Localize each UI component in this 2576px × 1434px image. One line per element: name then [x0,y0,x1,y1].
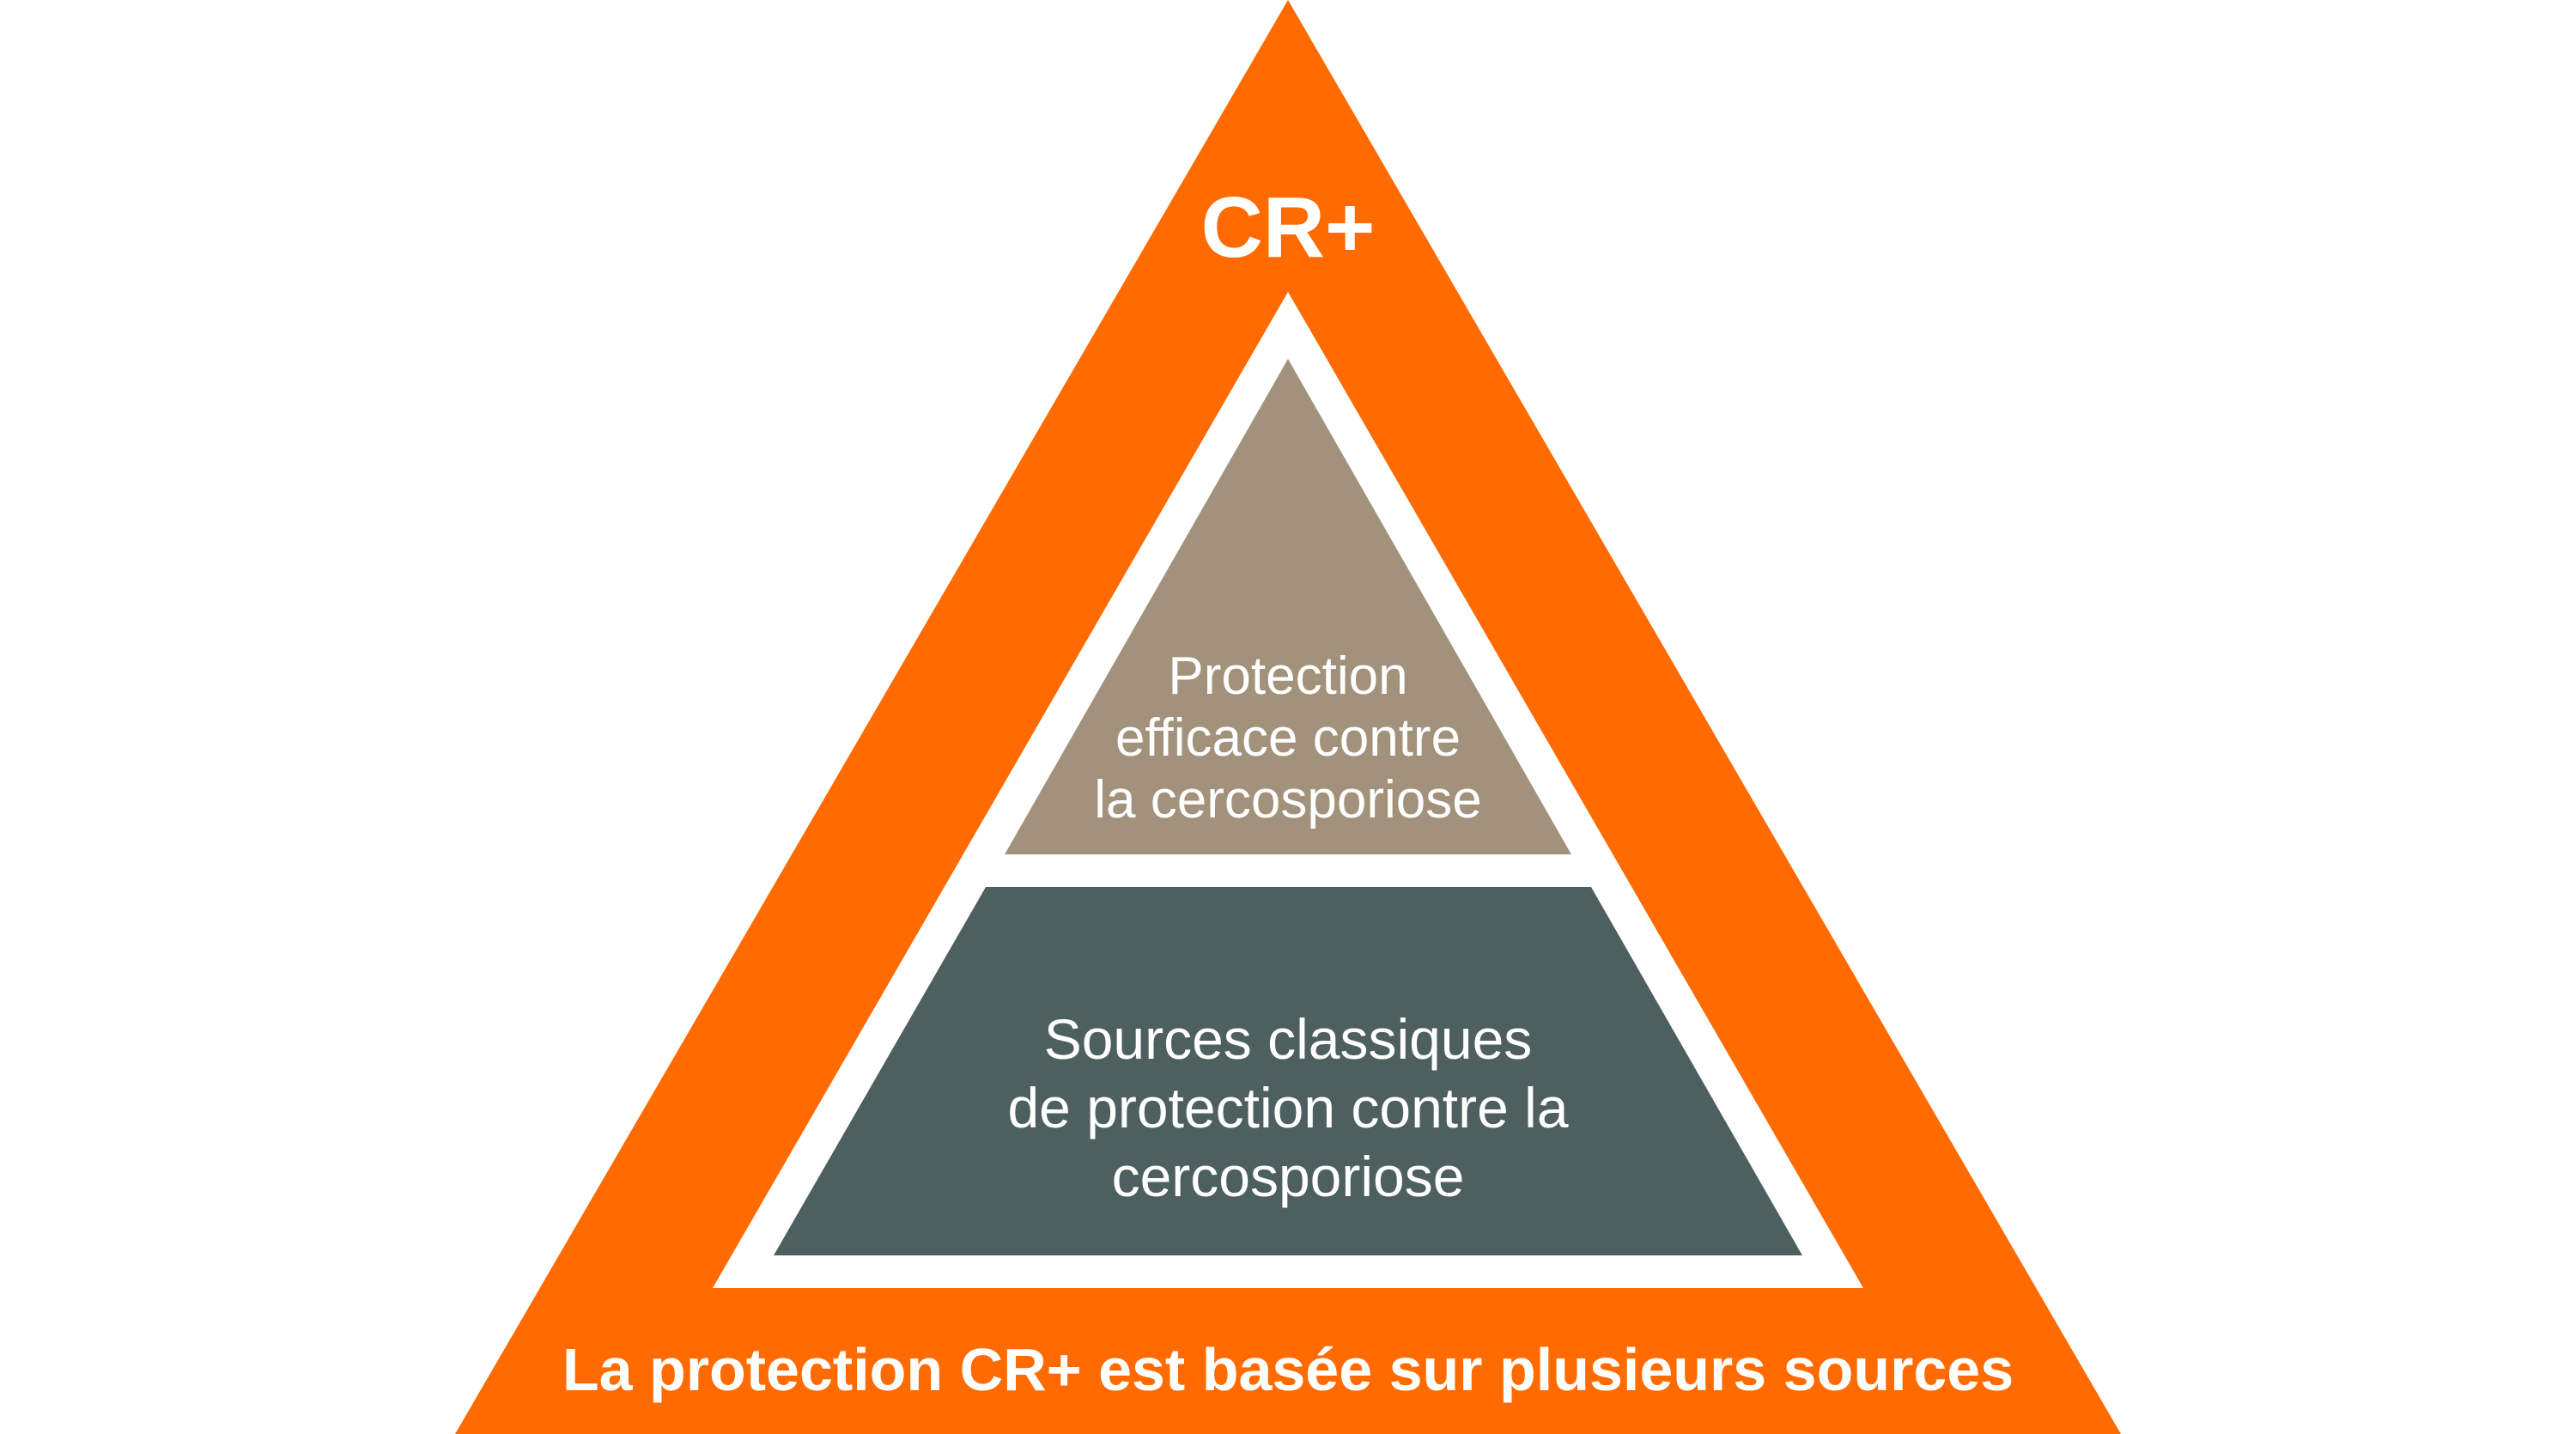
middle-tier-line: Sources classiques [1043,1007,1533,1071]
top-tier-line: Protection [1168,647,1408,706]
middle-tier-line: de protection contre la [1007,1076,1569,1139]
middle-tier-label: Sources classiques de protection contre … [902,1005,1674,1211]
top-tier-line: la cercosporiose [1094,770,1482,829]
diagram-title: CR+ [1200,179,1376,276]
top-tier-line: efficace contre [1115,708,1461,768]
top-tier-triangle [1005,359,1571,854]
top-tier-label: Protection efficace contre la cercospori… [1030,646,1546,831]
footer-caption: La protection CR+ est basée sur plusieur… [562,1336,2014,1403]
middle-tier-trapezoid [774,887,1802,1255]
middle-tier-line: cercosporiose [1111,1145,1465,1208]
